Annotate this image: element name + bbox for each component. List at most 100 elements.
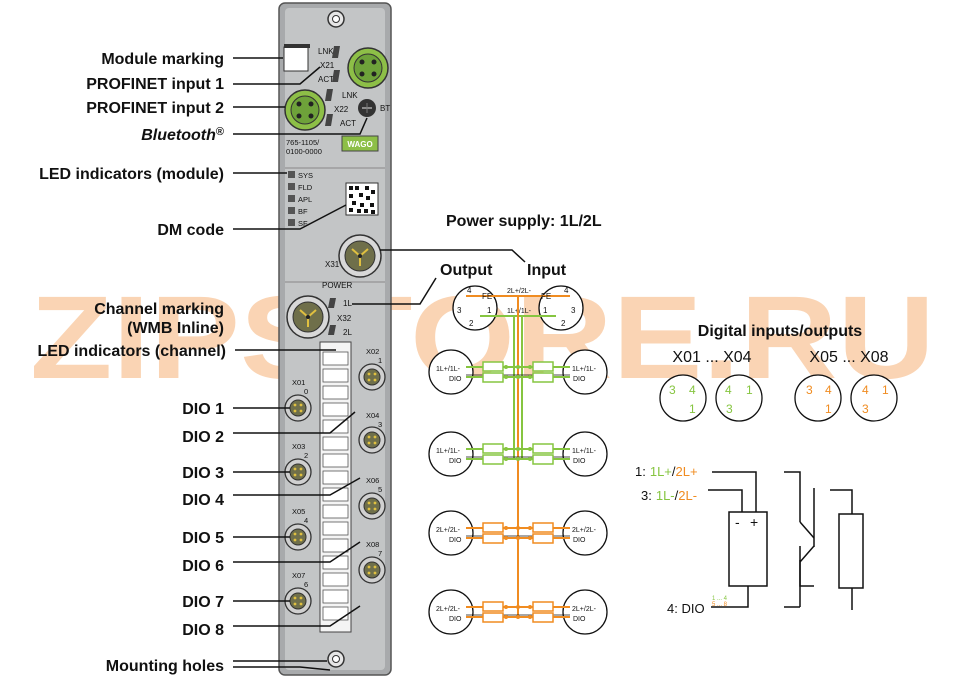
callout-module-marking: Module marking <box>101 51 224 68</box>
channel-led <box>322 385 349 400</box>
callout-profinet2: PROFINET input 2 <box>86 100 224 117</box>
g2b-p1: 1 <box>882 383 889 397</box>
lnk-label-1: LNK <box>318 47 334 56</box>
row-right-supply: 2L+/2L- <box>572 606 597 613</box>
row-right-dio: DIO <box>573 458 586 465</box>
input-pointer <box>380 249 526 263</box>
power-supply-title: Power supply: 1L/2L <box>446 213 602 230</box>
power-row: 1L+/1L- DIO 1L+/1L- DIO <box>428 349 608 395</box>
port-number: 7 <box>378 549 382 558</box>
g1a-p1: 1 <box>689 402 696 416</box>
output-label: Output <box>440 262 493 279</box>
pin1-legend: 1:1L+/2L+ <box>635 464 698 479</box>
port-number: 4 <box>304 516 308 525</box>
wago-logo-text: WAGO <box>347 140 372 149</box>
pin4-legend: 4: DIO <box>667 601 705 616</box>
in-fe: FE <box>541 292 551 301</box>
g2a-p3: 3 <box>806 383 813 397</box>
row-right-dio: DIO <box>573 537 586 544</box>
callout-profinet1: PROFINET input 1 <box>86 76 224 93</box>
bluetooth-knob <box>358 99 376 117</box>
row-right-dio: DIO <box>573 376 586 383</box>
led-bf: BF <box>298 207 308 216</box>
channel-led <box>322 470 349 485</box>
output-pointer <box>352 277 437 305</box>
g2a-p1: 1 <box>825 402 832 416</box>
pin3-legend: 3:1L-/2L- <box>641 488 697 503</box>
callout-dio6: DIO 6 <box>182 558 224 575</box>
row-left-supply: 1L+/1L- <box>436 366 461 373</box>
act-label-2: ACT <box>340 119 356 128</box>
row-right-supply: 1L+/1L- <box>572 366 597 373</box>
group2-label: X05 ... X08 <box>809 349 888 366</box>
channel-led <box>322 453 349 468</box>
row-left-supply: 2L+/2L- <box>436 527 461 534</box>
channel-led <box>322 606 349 621</box>
callout-dm-code: DM code <box>157 222 224 239</box>
callout-dio7: DIO 7 <box>182 594 224 611</box>
l1-label: 1L <box>343 299 352 308</box>
led-apl: APL <box>298 195 312 204</box>
row-right-supply: 2L+/2L- <box>572 527 597 534</box>
port-number: 5 <box>378 485 382 494</box>
led-fld: FLD <box>298 183 313 192</box>
profinet-port-x22 <box>284 89 326 131</box>
channel-marking-strip <box>319 341 352 633</box>
range-orange: 5 ... 8 <box>712 602 728 608</box>
channel-led <box>322 589 349 604</box>
out-pin4: 4 <box>467 286 472 295</box>
g1b-p4: 4 <box>725 383 732 397</box>
pinout-circles <box>659 374 898 422</box>
led-lnk-2 <box>325 89 333 101</box>
input-label: Input <box>527 262 567 279</box>
out-pin2: 2 <box>469 319 474 328</box>
row-left-dio: DIO <box>449 376 462 383</box>
led-lnk-1 <box>332 46 340 58</box>
wiring-schematic <box>708 471 864 610</box>
callout-channel-marking-1: Channel marking <box>94 301 224 318</box>
callout-dio5: DIO 5 <box>182 530 224 547</box>
dm-code <box>345 182 379 216</box>
in-pin2: 2 <box>561 319 566 328</box>
led-act-2 <box>325 114 333 126</box>
row-left-dio: DIO <box>449 616 462 623</box>
row-right-dio: DIO <box>573 616 586 623</box>
channel-led <box>322 504 349 519</box>
callout-lines <box>233 57 368 671</box>
x31-label: X31 <box>325 260 340 269</box>
mounting-hole-top <box>327 10 345 28</box>
row-left-dio: DIO <box>449 458 462 465</box>
in-pin3: 3 <box>571 306 576 315</box>
callout-dio4: DIO 4 <box>182 492 224 509</box>
callout-led-module: LED indicators (module) <box>39 166 224 183</box>
row-right-supply: 1L+/1L- <box>572 448 597 455</box>
bus-mid-label: 1L+/1L- <box>507 308 532 315</box>
module-led-block <box>288 171 295 226</box>
module-marking <box>283 44 310 72</box>
callout-dio3: DIO 3 <box>182 465 224 482</box>
x22-label: X22 <box>334 105 349 114</box>
channel-led <box>322 402 349 417</box>
part-number-2: 0100-0000 <box>286 147 322 156</box>
act-label-1: ACT <box>318 75 334 84</box>
port-number: 3 <box>378 420 382 429</box>
dio-section-title: Digital inputs/outputs <box>698 323 863 340</box>
g1a-p3: 3 <box>669 383 676 397</box>
bus-top-label: 2L+/2L- <box>507 288 532 295</box>
x21-label: X21 <box>320 61 335 70</box>
channel-led <box>322 368 349 383</box>
port-name: X01 <box>292 378 305 387</box>
bt-label: BT <box>380 104 390 113</box>
led-act-1 <box>332 70 340 82</box>
in-pin1: 1 <box>543 306 548 315</box>
port-name: X08 <box>366 540 379 549</box>
channel-led <box>322 436 349 451</box>
callout-led-channel: LED indicators (channel) <box>38 343 226 360</box>
range-green: 1 ... 4 <box>712 596 728 602</box>
led-2l <box>328 325 336 335</box>
led-1l <box>328 298 336 308</box>
